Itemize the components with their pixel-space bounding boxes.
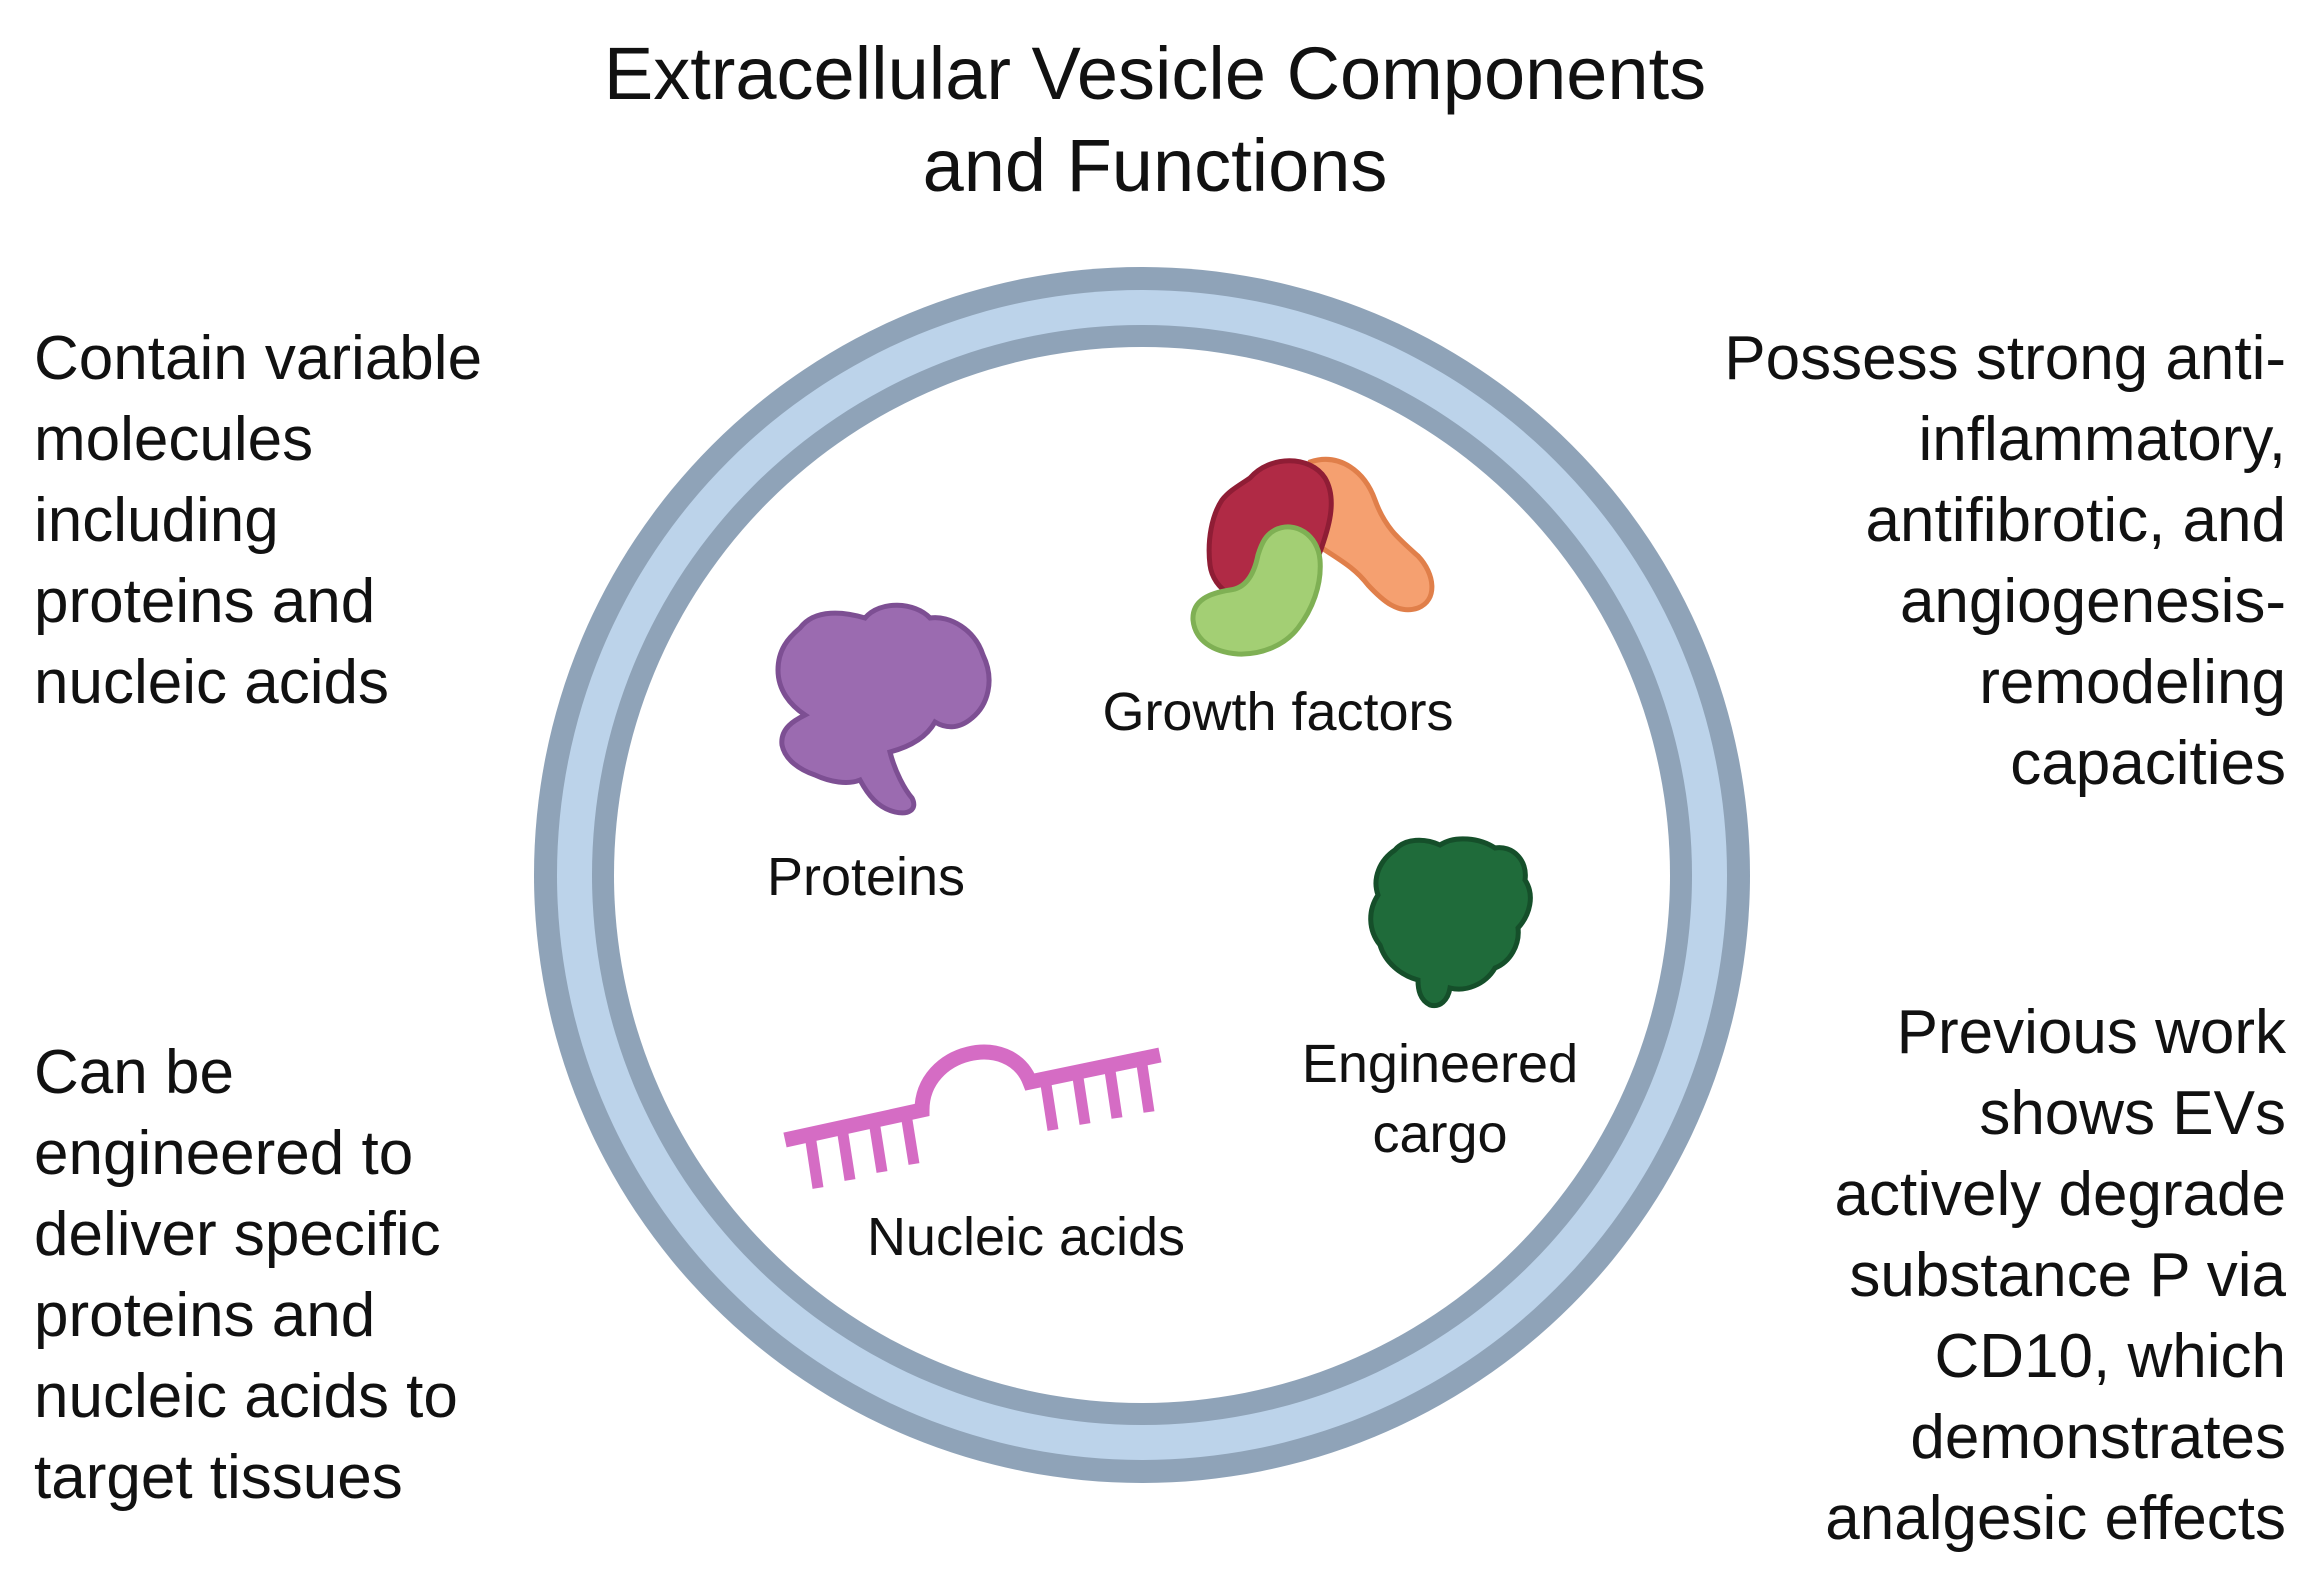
text-analgesic-effects: Previous work shows EVs actively degrade… (1825, 998, 2286, 1553)
diagram-title: Extracellular Vesicle Components and Fun… (603, 32, 1707, 207)
text-engineered-delivery: Can be engineered to deliver specific pr… (34, 1038, 458, 1512)
text-anti-inflammatory: Possess strong anti- inflammatory, antif… (1724, 324, 2286, 798)
nucleic-acid-icon (783, 1044, 1162, 1189)
text-contain-molecules: Contain variable molecules including pro… (34, 324, 483, 717)
label-growth-factors: Growth factors (1102, 682, 1453, 742)
engineered-cargo-icon (1368, 836, 1533, 1009)
label-proteins: Proteins (767, 847, 965, 907)
growth-factor-icon (1190, 456, 1435, 657)
label-engineered-cargo-line1: Engineered (1302, 1034, 1578, 1094)
protein-icon (775, 602, 992, 816)
label-nucleic-acids: Nucleic acids (867, 1207, 1185, 1267)
label-engineered-cargo-line2: cargo (1372, 1104, 1507, 1164)
vesicle-membrane (534, 267, 1750, 1483)
